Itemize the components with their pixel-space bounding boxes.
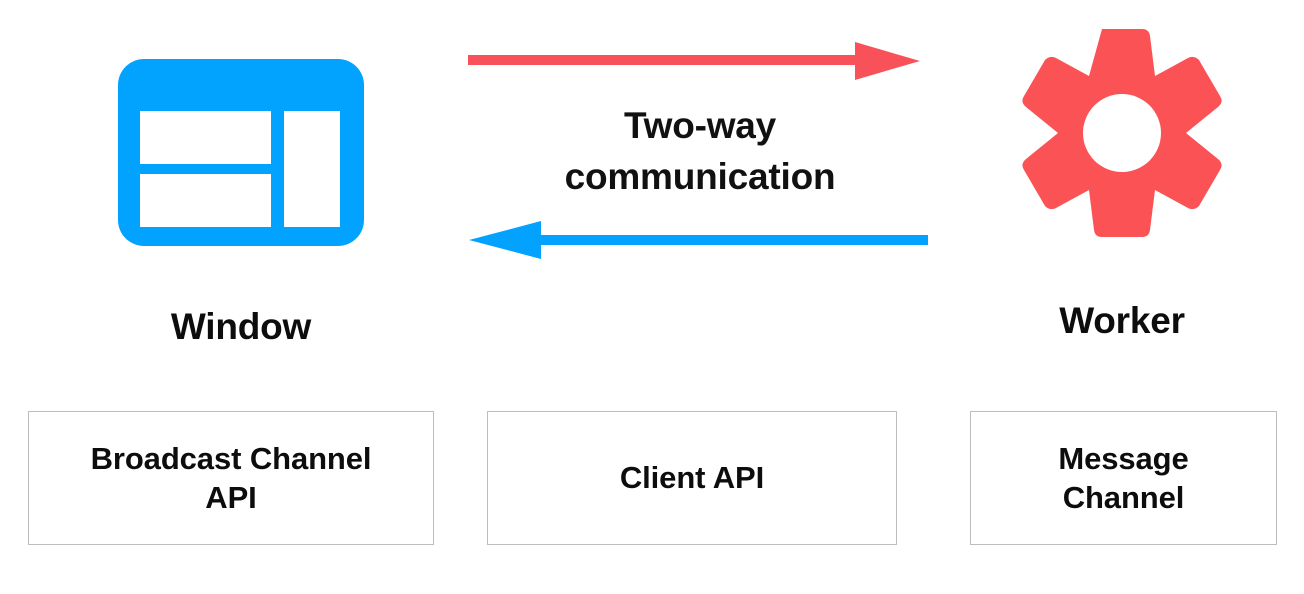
connector-label-line-2: communication — [564, 156, 836, 198]
api-box-label: Message Channel — [1058, 440, 1189, 515]
gear-icon — [1018, 26, 1226, 247]
api-box-label: Broadcast Channel API — [90, 440, 372, 515]
connector-label: Two-way communication — [470, 100, 930, 202]
node-caption-window: Window — [170, 306, 312, 347]
api-box-label: Client API — [619, 460, 765, 496]
connector-label-line-1: Two-way — [623, 105, 777, 146]
api-box-message-channel: Message Channel — [970, 411, 1277, 545]
arrow-right-red — [468, 42, 920, 80]
arrow-pair — [455, 30, 945, 260]
api-box-client-api: Client API — [487, 411, 897, 545]
api-box-broadcast-channel-api: Broadcast Channel API — [28, 411, 434, 545]
browser-window-icon — [118, 59, 364, 246]
node-caption-worker: Worker — [1059, 300, 1185, 341]
arrow-left-blue — [469, 221, 928, 259]
